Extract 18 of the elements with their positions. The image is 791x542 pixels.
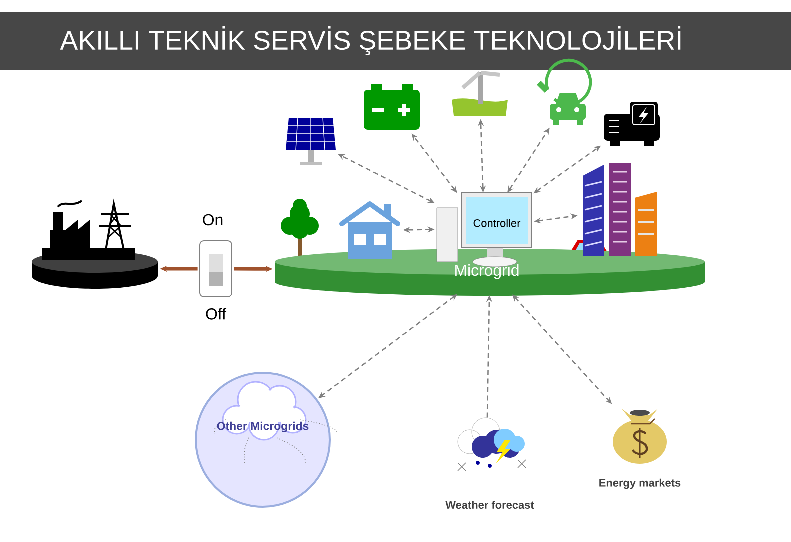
wind-turbine-drawing — [452, 71, 508, 116]
ev-charger-icon — [537, 59, 592, 125]
house-icon — [340, 202, 400, 259]
buildings-drawing — [583, 163, 657, 256]
power-plant-drawing — [32, 198, 158, 289]
switch-drawing — [200, 240, 232, 298]
generator-icon — [604, 102, 660, 146]
sphere-drawing: Other Microgrids — [195, 372, 338, 508]
platform: Microgrid — [275, 249, 705, 296]
node-label: Energy markets — [600, 478, 681, 490]
switch-label: Off — [206, 308, 227, 320]
switch-label: On — [203, 214, 223, 226]
title-banner: AKILLI TEKNİK SERVİS ŞEBEKE TEKNOLOJİLERİ — [0, 12, 791, 70]
node-label: Weather forecast — [446, 500, 534, 510]
battery-icon — [364, 84, 420, 130]
weather-icon — [458, 418, 526, 472]
money-bag-icon — [613, 409, 667, 464]
solar-panel-drawing — [286, 118, 336, 165]
